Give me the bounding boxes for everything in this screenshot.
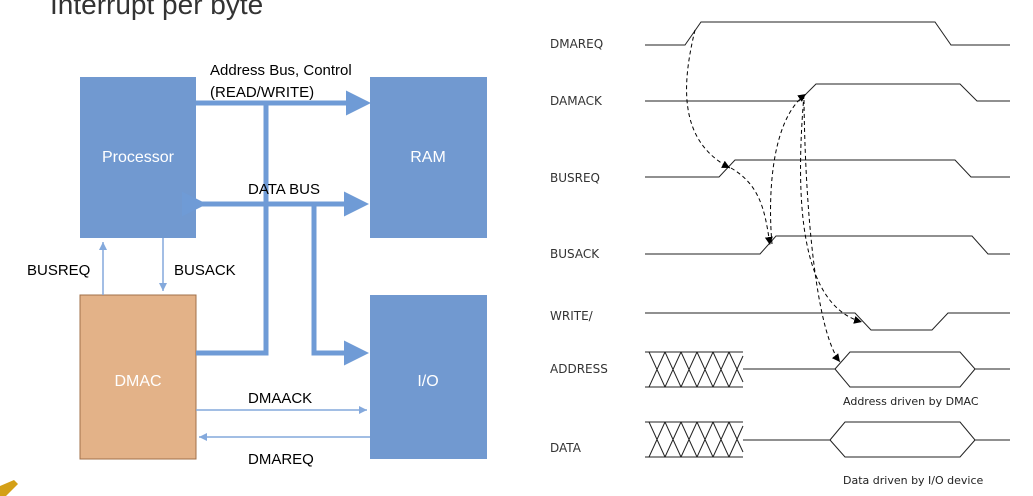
block-diagram: Processor RAM DMAC I/O Address Bus, Cont… <box>27 62 487 468</box>
signal-label-damack: DAMACK <box>550 94 603 108</box>
dashed-arrow-damack-to-address <box>803 99 841 363</box>
address-bus-label-line2: (READ/WRITE) <box>210 84 314 101</box>
waveform-busack <box>645 235 1010 255</box>
address-bus-label-line1: Address Bus, Control <box>210 62 352 79</box>
ram-block <box>370 77 487 238</box>
waveform-address <box>645 351 1010 388</box>
processor-block <box>80 77 196 238</box>
dmareq-label: DMAREQ <box>248 451 314 468</box>
io-data-line <box>311 204 369 366</box>
slide-title: Interrupt per byte <box>50 0 263 20</box>
address-note: Address driven by DMAC <box>843 395 979 408</box>
timing-diagram: DMAREQ DAMACK BUSREQ BUSACK WRITE/ ADDRE… <box>550 21 1010 487</box>
dashed-arrow-dmareq-to-busreq <box>686 29 731 169</box>
waveform-busreq <box>645 159 1010 178</box>
waveform-write <box>645 312 1010 331</box>
signal-label-busreq: BUSREQ <box>550 171 600 185</box>
signal-label-address: ADDRESS <box>550 362 608 376</box>
dmac-address-line <box>196 103 269 356</box>
corner-decoration-icon <box>0 480 18 496</box>
signal-label-data: DATA <box>550 441 582 455</box>
dashed-arrow-busreq-to-busack <box>730 167 773 246</box>
data-note: Data driven by I/O device <box>843 474 984 487</box>
processor-label: Processor <box>102 149 175 166</box>
waveform-data <box>645 421 1010 458</box>
io-block <box>370 295 487 459</box>
busreq-label: BUSREQ <box>27 262 90 279</box>
waveform-dmareq <box>645 21 1010 46</box>
dmaack-label: DMAACK <box>248 390 312 407</box>
dashed-arrow-busack-to-damack <box>770 93 807 245</box>
dashed-arrow-damack-to-write <box>800 94 863 324</box>
signal-label-write: WRITE/ <box>550 309 594 323</box>
data-bus-label: DATA BUS <box>248 181 320 198</box>
waveform-damack <box>645 83 1010 102</box>
signal-label-busack: BUSACK <box>550 247 600 261</box>
busack-label: BUSACK <box>174 262 236 279</box>
dmac-block <box>79 294 197 460</box>
dmac-label: DMAC <box>114 373 161 390</box>
io-label: I/O <box>417 373 438 390</box>
ram-label: RAM <box>410 149 446 166</box>
signal-label-dmareq: DMAREQ <box>550 37 603 51</box>
